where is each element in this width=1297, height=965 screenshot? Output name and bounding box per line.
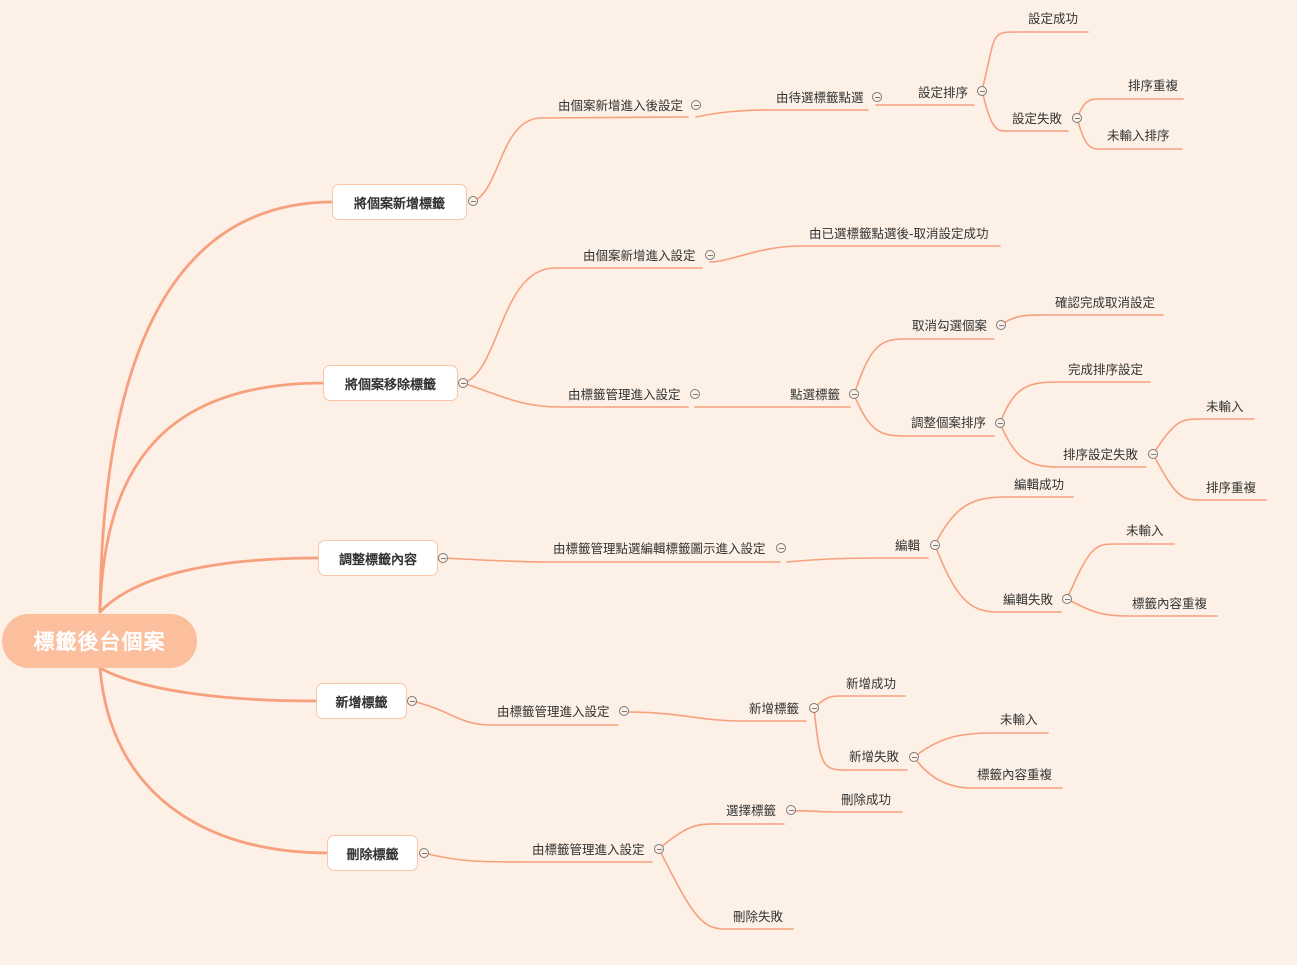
node-delete-success[interactable]: 刪除成功 bbox=[841, 792, 892, 807]
node-create-fail[interactable]: 新增失敗 bbox=[849, 749, 900, 764]
node-add-set-sort[interactable]: 設定排序 bbox=[918, 85, 969, 100]
node-edit-fail-dup[interactable]: 標籤內容重複 bbox=[1132, 596, 1208, 611]
node-add-set-fail[interactable]: 設定失敗 bbox=[1012, 111, 1063, 126]
node-remove-fail-dup[interactable]: 排序重複 bbox=[1206, 480, 1257, 495]
root-node[interactable]: 標籤後台個案 bbox=[2, 614, 197, 668]
collapse-toggle-icon[interactable] bbox=[809, 703, 819, 713]
node-remove-fail-empty[interactable]: 未輸入 bbox=[1206, 399, 1244, 414]
collapse-toggle-icon[interactable] bbox=[438, 553, 448, 563]
node-remove-via-case[interactable]: 由個案新增進入設定 bbox=[583, 248, 696, 263]
node-delete-via[interactable]: 由標籤管理進入設定 bbox=[532, 842, 645, 857]
collapse-toggle-icon[interactable] bbox=[654, 844, 664, 854]
collapse-toggle-icon[interactable] bbox=[930, 540, 940, 550]
collapse-toggle-icon[interactable] bbox=[458, 378, 468, 388]
node-remove-adjust-fail[interactable]: 排序設定失敗 bbox=[1063, 447, 1139, 462]
collapse-toggle-icon[interactable] bbox=[690, 389, 700, 399]
collapse-toggle-icon[interactable] bbox=[872, 92, 882, 102]
collapse-toggle-icon[interactable] bbox=[1148, 449, 1158, 459]
node-create-via[interactable]: 由標籤管理進入設定 bbox=[497, 704, 610, 719]
node-delete-select[interactable]: 選擇標籤 bbox=[726, 803, 777, 818]
collapse-toggle-icon[interactable] bbox=[996, 320, 1006, 330]
node-create-fail-dup[interactable]: 標籤內容重複 bbox=[977, 767, 1053, 782]
node-add-fail-empty[interactable]: 未輸入排序 bbox=[1107, 128, 1170, 143]
collapse-toggle-icon[interactable] bbox=[468, 196, 478, 206]
node-remove-adjust-done[interactable]: 完成排序設定 bbox=[1068, 362, 1144, 377]
node-add-fail-dup[interactable]: 排序重複 bbox=[1128, 78, 1179, 93]
node-edit-action[interactable]: 編輯 bbox=[895, 538, 921, 553]
node-edit-fail-empty[interactable]: 未輸入 bbox=[1126, 523, 1164, 538]
collapse-toggle-icon[interactable] bbox=[419, 848, 429, 858]
node-create-fail-empty[interactable]: 未輸入 bbox=[1000, 712, 1038, 727]
collapse-toggle-icon[interactable] bbox=[1062, 594, 1072, 604]
collapse-toggle-icon[interactable] bbox=[705, 250, 715, 260]
node-edit-fail[interactable]: 編輯失敗 bbox=[1003, 592, 1054, 607]
topic-edit-tag-content[interactable]: 調整標籤內容 bbox=[318, 540, 438, 576]
node-remove-via-case-result[interactable]: 由已選標籤點選後-取消設定成功 bbox=[809, 226, 989, 241]
topic-add-case-tag[interactable]: 將個案新增標籤 bbox=[332, 184, 467, 220]
topic-create-tag[interactable]: 新增標籤 bbox=[316, 683, 407, 719]
node-edit-via[interactable]: 由標籤管理點選編輯標籤圖示進入設定 bbox=[553, 541, 766, 556]
node-create-success[interactable]: 新增成功 bbox=[846, 676, 897, 691]
node-add-via-case[interactable]: 由個案新增進入後設定 bbox=[558, 98, 684, 113]
topic-delete-tag[interactable]: 刪除標籤 bbox=[327, 835, 418, 871]
collapse-toggle-icon[interactable] bbox=[691, 100, 701, 110]
node-remove-via-manage[interactable]: 由標籤管理進入設定 bbox=[568, 387, 681, 402]
collapse-toggle-icon[interactable] bbox=[407, 696, 417, 706]
node-remove-uncheck[interactable]: 取消勾選個案 bbox=[912, 318, 988, 333]
collapse-toggle-icon[interactable] bbox=[1072, 113, 1082, 123]
node-remove-adjust-sort[interactable]: 調整個案排序 bbox=[911, 415, 987, 430]
collapse-toggle-icon[interactable] bbox=[619, 706, 629, 716]
collapse-toggle-icon[interactable] bbox=[995, 418, 1005, 428]
collapse-toggle-icon[interactable] bbox=[776, 543, 786, 553]
node-remove-uncheck-done[interactable]: 確認完成取消設定 bbox=[1055, 295, 1156, 310]
collapse-toggle-icon[interactable] bbox=[786, 805, 796, 815]
node-add-select-pending[interactable]: 由待選標籤點選 bbox=[776, 90, 864, 105]
node-edit-success[interactable]: 編輯成功 bbox=[1014, 477, 1065, 492]
node-add-set-success[interactable]: 設定成功 bbox=[1028, 11, 1079, 26]
collapse-toggle-icon[interactable] bbox=[849, 389, 859, 399]
node-create-action[interactable]: 新增標籤 bbox=[749, 701, 800, 716]
collapse-toggle-icon[interactable] bbox=[909, 752, 919, 762]
collapse-toggle-icon[interactable] bbox=[977, 86, 987, 96]
node-remove-click-tag[interactable]: 點選標籤 bbox=[790, 387, 841, 402]
topic-remove-case-tag[interactable]: 將個案移除標籤 bbox=[323, 365, 458, 401]
node-delete-fail[interactable]: 刪除失敗 bbox=[733, 909, 784, 924]
